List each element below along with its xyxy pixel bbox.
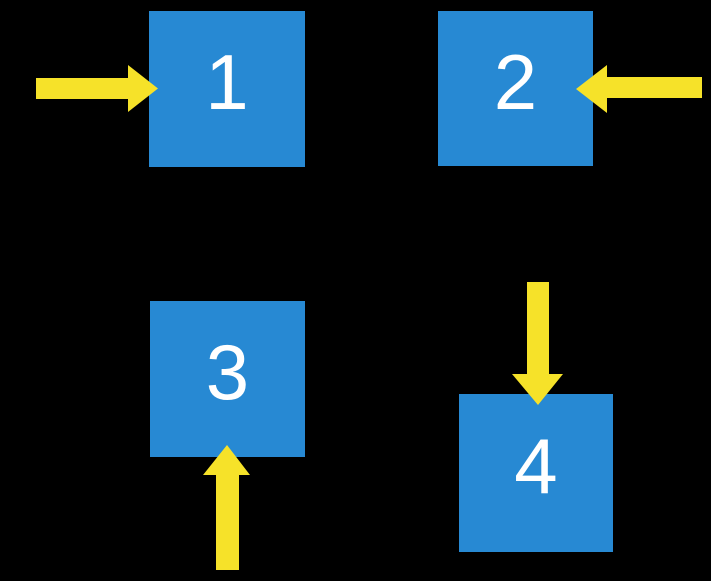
box-3-label: 3 [205,328,250,416]
arrow-right-icon [36,65,158,112]
box-1: 1 [149,11,305,167]
box-2: 2 [438,11,593,166]
box-4: 4 [459,394,613,552]
box-1-label: 1 [205,38,249,126]
box-2-label: 2 [493,37,538,126]
box-3: 3 [150,301,305,457]
arrow-up-icon [203,445,250,570]
arrow-left-icon [576,65,702,113]
box-4-label: 4 [514,422,558,510]
arrow-down-icon [512,282,563,405]
